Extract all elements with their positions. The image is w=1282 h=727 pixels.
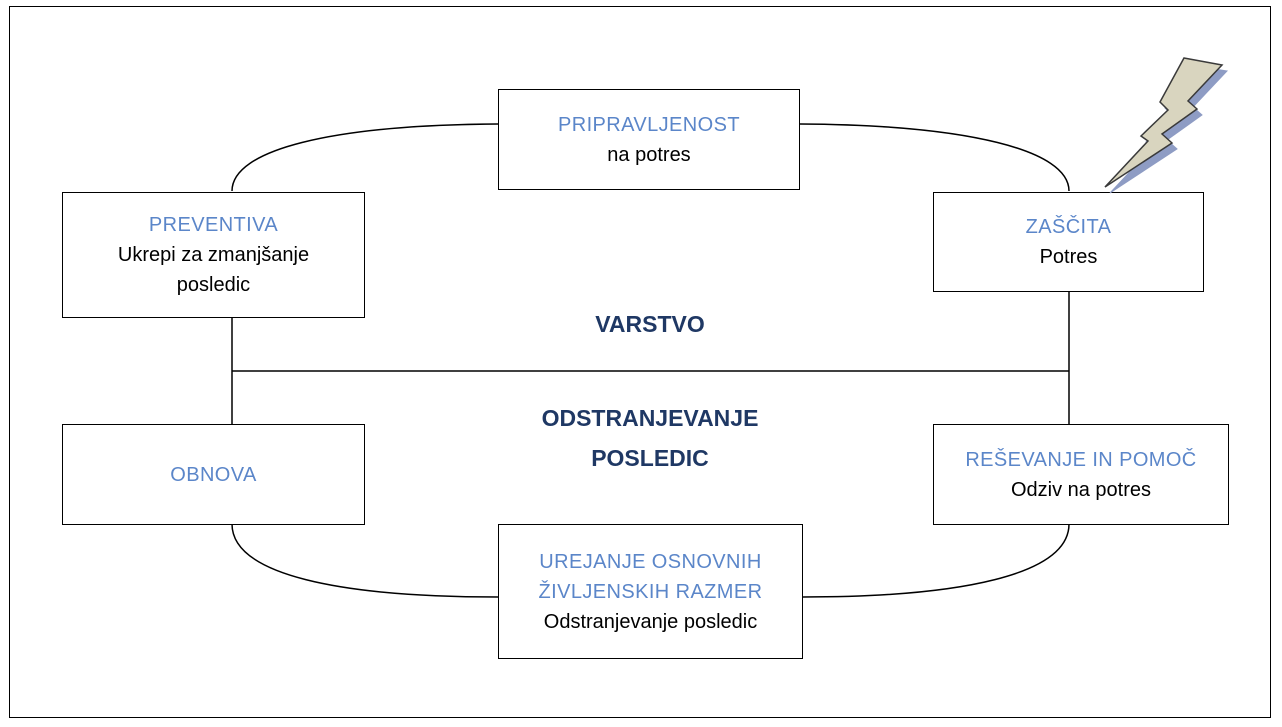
connector-urejanje-resevanje xyxy=(802,523,1070,598)
zone-label-odstranjevanje: ODSTRANJEVANJE POSLEDIC xyxy=(480,398,820,478)
box-resevanje-text: Odziv na potres xyxy=(1010,478,1152,501)
zone-varstvo-text: VARSTVO xyxy=(595,311,705,337)
connector-preventiva-pripravljenost xyxy=(231,123,499,192)
zone-odstranjevanje-line1: ODSTRANJEVANJE xyxy=(541,405,759,431)
box-resevanje: REŠEVANJE IN POMOČ Odziv na potres xyxy=(933,424,1229,525)
box-preventiva: PREVENTIVA Ukrepi za zmanjšanje posledic xyxy=(62,192,365,318)
box-zascita: ZAŠČITA Potres xyxy=(933,192,1204,292)
box-pripravljenost-heading: PRIPRAVLJENOST xyxy=(558,113,740,136)
box-preventiva-text-line2: posledic xyxy=(176,274,251,296)
connector-obnova-urejanje xyxy=(231,523,499,598)
zone-odstranjevanje-line2: POSLEDIC xyxy=(591,445,709,471)
box-urejanje-heading-line1: UREJANJE OSNOVNIH xyxy=(539,550,762,573)
box-urejanje-text: Odstranjevanje posledic xyxy=(543,610,758,633)
lightning-bolt-body xyxy=(1104,57,1224,188)
box-preventiva-text-line1: Ukrepi za zmanjšanje xyxy=(117,244,310,266)
diagram-frame xyxy=(9,6,1271,718)
box-zascita-heading: ZAŠČITA xyxy=(1025,216,1112,238)
box-obnova: OBNOVA xyxy=(62,424,365,525)
connector-pripravljenost-zascita xyxy=(799,123,1070,192)
box-preventiva-heading: PREVENTIVA xyxy=(148,214,279,236)
box-zascita-text: Potres xyxy=(1039,246,1098,268)
box-resevanje-heading: REŠEVANJE IN POMOČ xyxy=(965,448,1197,471)
box-pripravljenost-text: na potres xyxy=(607,143,691,166)
box-obnova-heading: OBNOVA xyxy=(170,463,257,486)
box-urejanje: UREJANJE OSNOVNIH ŽIVLJENSKIH RAZMER Ods… xyxy=(498,524,803,659)
box-urejanje-heading-line2: ŽIVLJENSKIH RAZMER xyxy=(538,580,763,603)
box-pripravljenost: PRIPRAVLJENOST na potres xyxy=(498,89,800,190)
zone-label-varstvo: VARSTVO xyxy=(540,304,760,344)
